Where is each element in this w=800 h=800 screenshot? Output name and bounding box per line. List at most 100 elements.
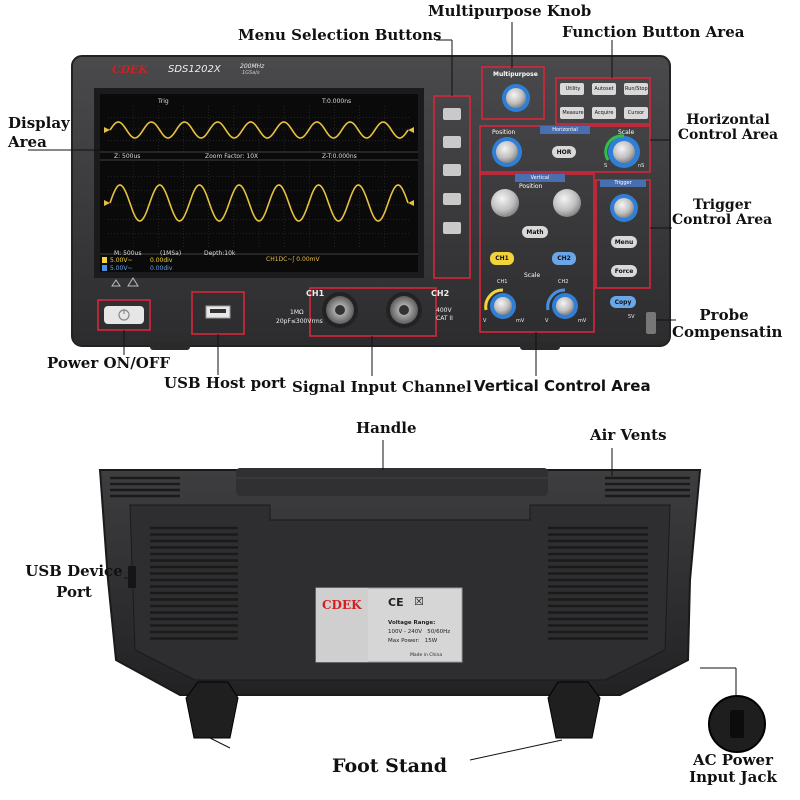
menu-button-2 xyxy=(443,136,461,148)
label-usb-device-port: USB Device Port xyxy=(22,563,126,600)
label-multipurpose-knob: Multipurpose Knob xyxy=(428,2,592,20)
ch2-button[interactable]: CH2 xyxy=(557,255,571,262)
scale-unit-s: S xyxy=(604,163,608,169)
math-button[interactable]: Math xyxy=(526,229,544,236)
label-display-area-line2: Area xyxy=(8,132,47,151)
ch2-input-label: CH2 xyxy=(431,289,450,298)
ch1-input-label: CH1 xyxy=(306,289,325,298)
waveform-zoomed xyxy=(109,121,409,139)
function-button-area xyxy=(555,77,651,125)
trigger-control-area xyxy=(595,179,651,289)
screen-zoom-t: Z-T:0.000ns xyxy=(322,153,357,160)
label-trigger-control: Trigger Control Area xyxy=(672,197,772,229)
waveform-main xyxy=(109,184,409,222)
utility-button[interactable]: Utility xyxy=(565,86,581,92)
ch1-button[interactable]: CH1 xyxy=(495,255,509,262)
probe-comp-terminals xyxy=(646,312,656,334)
screen-zoom-factor: Zoom Factor: 10X xyxy=(205,153,259,160)
probe-5v-label: 5V xyxy=(628,314,635,320)
label-signal-input-channel: Signal Input Channel xyxy=(292,378,472,396)
label-usb-host-port: USB Host port xyxy=(164,374,286,392)
cat-rating: 400V xyxy=(436,307,452,314)
label-horizontal-line2: Control Area xyxy=(677,127,779,144)
label-vertical-control-area: Vertical Control Area xyxy=(474,377,651,395)
multipurpose-knob-area xyxy=(481,66,545,120)
label-handle: Handle xyxy=(356,419,417,437)
label-power-on-off: Power ON/OFF xyxy=(47,354,171,372)
impedance-label: 1MΩ xyxy=(290,309,304,316)
acquire-button[interactable]: Acquire xyxy=(594,110,614,116)
label-air-vents: Air Vents xyxy=(590,426,667,444)
screen-bottom-trig: CH1DC~ʃ 0.00mV xyxy=(266,256,320,263)
ch1-unit-mv: mV xyxy=(516,318,525,324)
ch2-unit-mv: mV xyxy=(578,318,587,324)
screen-bottom-rate: (1MSa) xyxy=(160,250,182,257)
autoset-button[interactable]: Autoset xyxy=(594,86,614,92)
label-display-area-line1: Display xyxy=(8,114,70,132)
ch2-unit-v: V xyxy=(545,318,549,324)
screen-ch1-row: 5.00V~ xyxy=(110,257,133,264)
ch1-unit-v: V xyxy=(483,318,487,324)
air-vents xyxy=(110,476,690,640)
signal-input-area xyxy=(309,287,437,337)
scale-unit-ns: nS xyxy=(638,163,645,169)
label-horizontal-line1: Horizontal xyxy=(686,112,770,128)
trigger-menu-button[interactable]: Menu xyxy=(614,239,634,246)
label-trigger-line1: Trigger xyxy=(693,197,751,213)
vertical-control-area xyxy=(479,173,595,333)
capacitance-label: 20pF≤300Vrms xyxy=(276,318,323,325)
horizontal-control-area xyxy=(479,125,651,173)
label-probe-compensation: Probe Compensatin xyxy=(672,306,783,341)
screen-zoom-left: Z: 500us xyxy=(114,153,141,160)
menu-button-3 xyxy=(443,164,461,176)
usb-device-port-shape xyxy=(128,566,136,588)
spec-bandwidth: 200MHz xyxy=(240,63,265,70)
screen-bottom-m: M: 500us xyxy=(114,250,142,257)
spec-rate: 1GSa/s xyxy=(242,70,260,76)
label-ac-power-input: AC Power Input Jack xyxy=(668,752,798,785)
menu-button-1 xyxy=(443,108,461,120)
label-display-area: Display Area xyxy=(8,115,70,150)
screen-grid-bottom xyxy=(108,162,410,248)
vertical-scale-label: Scale xyxy=(524,272,541,279)
vertical-position-label: Position xyxy=(519,183,543,190)
label-probe-line2: Compensatin xyxy=(672,322,783,341)
menu-button-4 xyxy=(443,193,461,205)
label-horizontal-control: Horizontal Control Area xyxy=(668,112,788,144)
run-stop-button[interactable]: Run/Stop xyxy=(625,86,648,92)
scale-ch2-label: CH2 xyxy=(558,279,569,285)
back-brand-logo: CDEK xyxy=(322,598,362,612)
screen-ch2-row: 5.00V~ xyxy=(110,265,133,272)
screen-trig: Trig xyxy=(158,98,169,105)
ce-mark: CE xyxy=(388,596,404,609)
horizontal-title: Horizontal xyxy=(552,127,578,133)
screen-ch1-val: 0.00div xyxy=(150,257,173,264)
trigger-title: Trigger xyxy=(614,180,632,186)
screen-bottom-depth: Depth:10k xyxy=(204,250,236,257)
multipurpose-knob xyxy=(506,88,526,108)
callout-lines-back xyxy=(124,440,737,761)
label-probe-line1: Probe xyxy=(699,306,749,324)
measure-button[interactable]: Measure xyxy=(562,110,584,116)
screen-time-top: T:0.000ns xyxy=(322,98,352,105)
multipurpose-title: Multipurpose xyxy=(493,71,538,78)
hor-button[interactable]: HOR xyxy=(556,149,572,156)
cursor-button[interactable]: Cursor xyxy=(627,110,645,116)
weee-icon: ☒ xyxy=(414,595,424,608)
menu-button-5 xyxy=(443,222,461,234)
voltage-value: 100V - 240V 50/60Hz xyxy=(388,629,451,635)
callout-lines-front xyxy=(28,22,676,376)
label-menu-selection-buttons: Menu Selection Buttons xyxy=(238,26,442,44)
copy-button[interactable]: Copy xyxy=(614,299,632,306)
label-usb-device-line1: USB Device xyxy=(25,562,123,580)
label-usb-device-line2: Port xyxy=(56,582,92,601)
model-name: SDS1202X xyxy=(168,64,221,75)
horizontal-scale-label: Scale xyxy=(618,129,635,136)
horizontal-position-label: Position xyxy=(492,129,516,136)
trigger-force-button[interactable]: Force xyxy=(614,268,634,275)
screen-ch2-val: 0.00div xyxy=(150,265,173,272)
